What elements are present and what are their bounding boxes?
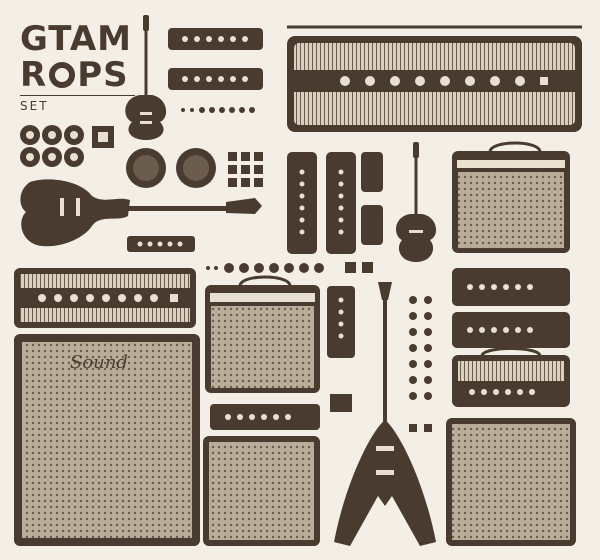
- switch-grid: [228, 152, 263, 187]
- knob-glyph-icon: [49, 62, 76, 88]
- electric-guitar-icon-large: [20, 179, 262, 247]
- speaker-cabinet-right: [446, 418, 576, 546]
- electric-guitar-icon-medium: [396, 142, 437, 262]
- title-subtitle: SET: [20, 99, 49, 113]
- large-knobs: [126, 148, 216, 188]
- amp-heads-right: [452, 268, 570, 407]
- pickups-vertical: [287, 152, 383, 254]
- knob-cluster-left: [20, 125, 114, 167]
- amp-head-left: [14, 268, 196, 328]
- flying-v-guitar-icon: [334, 282, 436, 546]
- title-line-2: R PS: [20, 58, 129, 92]
- electric-guitar-icon-small: [125, 15, 167, 140]
- amp-head-large: [287, 36, 582, 132]
- title-line-2-right: PS: [77, 55, 129, 95]
- knob-grid-mid: [409, 296, 432, 432]
- cabinet-script-large: Sound: [70, 352, 128, 373]
- title-rule: [20, 95, 135, 96]
- combo-amp-right-top: [452, 141, 570, 253]
- title-line-2-left: R: [20, 55, 48, 95]
- amp-stack-middle: [203, 404, 320, 546]
- pickup-pair-top: [168, 28, 263, 90]
- combo-amp-middle: [205, 275, 320, 393]
- speaker-cabinet-large: [14, 334, 200, 546]
- title-line-1: GTAM: [20, 19, 133, 59]
